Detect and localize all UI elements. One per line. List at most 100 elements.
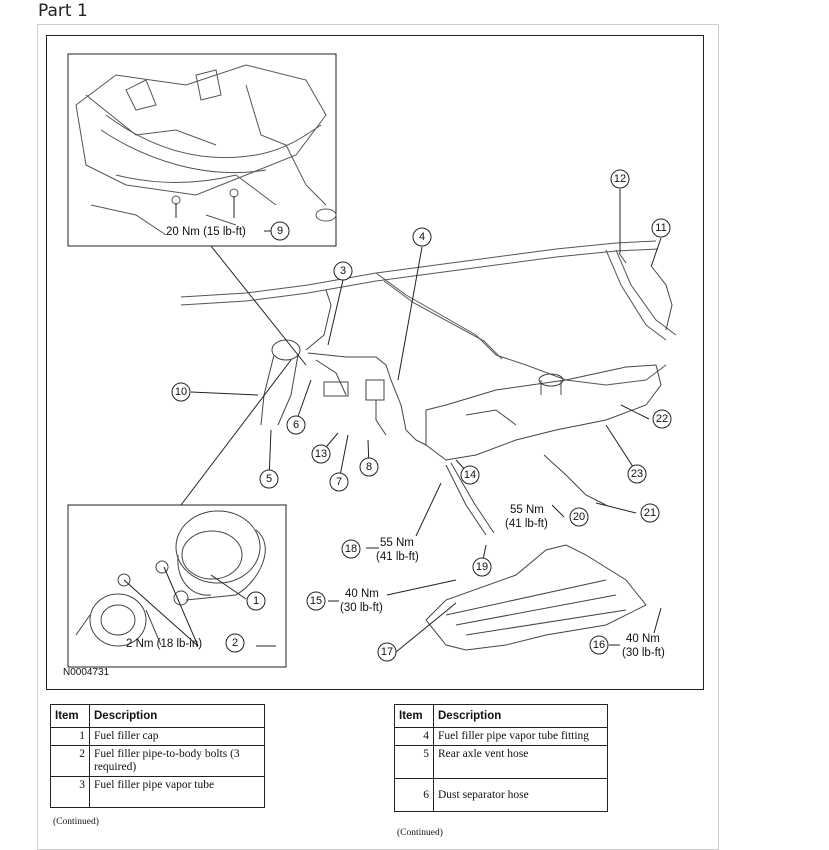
inset-filler-cap-detail [67, 504, 287, 668]
callout-15: 15 [310, 595, 322, 607]
callout-23-circle [627, 464, 647, 484]
callout-13: 13 [315, 448, 327, 460]
callout-18-circle [341, 539, 361, 559]
fuel-system-diagram: 1 2 3 4 5 6 7 8 9 10 11 12 13 14 15 16 1… [63, 53, 677, 678]
table-row: 2 Fuel filler pipe-to-body bolts (3 requ… [50, 745, 265, 777]
row-item: 4 [394, 727, 434, 746]
torque-label-16-imperial: (30 lb-ft) [622, 647, 665, 659]
torque-label-2: 2 Nm (18 lb-in) [126, 638, 202, 650]
callout-7: 7 [336, 476, 342, 488]
callout-2-circle [225, 633, 245, 653]
callout-22-circle [652, 409, 672, 429]
callout-14: 14 [464, 469, 476, 481]
callout-16-circle [589, 635, 609, 655]
leader-lines [123, 189, 662, 653]
callout-12-circle [610, 169, 630, 189]
callout-20-circle [569, 507, 589, 527]
row-description: Fuel filler cap [89, 727, 265, 746]
callout-20: 20 [573, 511, 585, 523]
continued-note-right: (Continued) [397, 828, 443, 838]
header-description: Description [433, 704, 608, 728]
torque-label-15-value: 40 Nm [345, 588, 379, 600]
table-row: 4 Fuel filler pipe vapor tube fitting [394, 727, 608, 746]
callout-4: 4 [419, 231, 425, 243]
row-description: Fuel filler pipe-to-body bolts (3 requir… [89, 745, 265, 777]
callout-18: 18 [345, 543, 357, 555]
table-row: 3 Fuel filler pipe vapor tube [50, 776, 265, 808]
callout-3: 3 [340, 265, 346, 277]
row-item: 2 [50, 745, 90, 777]
parts-table-left: Item Description 1 Fuel filler cap 2 Fue… [50, 704, 265, 808]
row-item: 6 [394, 778, 434, 812]
callout-16: 16 [593, 639, 605, 651]
callout-9: 9 [277, 225, 283, 237]
callout-23: 23 [631, 468, 643, 480]
torque-label-9: 20 Nm (15 lb-ft) [166, 226, 246, 238]
header-item: Item [50, 704, 90, 728]
torque-labels: 20 Nm (15 lb-ft) 2 Nm (18 lb-in) 55 Nm (… [126, 226, 665, 659]
torque-label-16-value: 40 Nm [626, 633, 660, 645]
row-description: Dust separator hose [433, 778, 608, 812]
callout-10-circle [171, 382, 191, 402]
page-title: Part 1 [38, 1, 88, 21]
callout-6-circle [286, 415, 306, 435]
continued-note-left: (Continued) [53, 817, 99, 827]
skid-plate [425, 544, 647, 651]
row-description: Fuel filler pipe vapor tube [89, 776, 265, 808]
callout-7-circle [329, 472, 349, 492]
figure-id: N0004731 [63, 667, 110, 678]
callout-13-circle [311, 444, 331, 464]
torque-label-20-value: 55 Nm [510, 504, 544, 516]
tank-straps [445, 454, 607, 536]
callout-6: 6 [293, 419, 299, 431]
callout-17: 17 [381, 646, 393, 658]
table-header: Item Description [50, 704, 265, 728]
callout-labels: 1 2 3 4 5 6 7 8 9 10 11 12 13 14 15 16 1… [175, 173, 668, 658]
row-description: Rear axle vent hose [433, 745, 608, 779]
callout-9-circle [270, 221, 290, 241]
fuel-tank [425, 364, 662, 461]
row-item: 3 [50, 776, 90, 808]
table-row: 5 Rear axle vent hose [394, 745, 608, 779]
inset-bolts-detail [67, 53, 337, 247]
callout-markers [171, 169, 672, 662]
callout-11: 11 [655, 222, 666, 234]
callout-1: 1 [253, 595, 259, 607]
torque-label-18-value: 55 Nm [380, 537, 414, 549]
callout-21: 21 [644, 507, 656, 519]
callout-8: 8 [366, 461, 372, 473]
torque-label-18-imperial: (41 lb-ft) [376, 551, 419, 563]
callout-5: 5 [266, 473, 272, 485]
inset-bolts-artwork [75, 64, 337, 236]
callout-15-circle [306, 591, 326, 611]
callout-11-circle [651, 218, 671, 238]
table-row: 1 Fuel filler cap [50, 727, 265, 746]
row-item: 5 [394, 745, 434, 779]
callout-1-circle [246, 591, 266, 611]
callout-4-circle [412, 227, 432, 247]
callout-10: 10 [175, 386, 187, 398]
parts-table-right: Item Description 4 Fuel filler pipe vapo… [394, 704, 608, 812]
header-item: Item [394, 704, 434, 728]
callout-17-circle [377, 642, 397, 662]
callout-19-circle [472, 557, 492, 577]
row-item: 1 [50, 727, 90, 746]
header-description: Description [89, 704, 265, 728]
callout-19: 19 [476, 561, 488, 573]
frame-rails [180, 240, 677, 386]
callout-5-circle [259, 469, 279, 489]
torque-label-15-imperial: (30 lb-ft) [340, 602, 383, 614]
callout-12: 12 [614, 173, 626, 185]
callout-14-circle [460, 465, 480, 485]
callout-3-circle [333, 261, 353, 281]
callout-2: 2 [232, 637, 238, 649]
table-header: Item Description [394, 704, 608, 728]
callout-8-circle [359, 457, 379, 477]
row-description: Fuel filler pipe vapor tube fitting [433, 727, 608, 746]
table-row: 6 Dust separator hose [394, 778, 608, 812]
callout-21-circle [640, 503, 660, 523]
callout-22: 22 [656, 413, 668, 425]
vent-tube [618, 252, 673, 331]
inset-cap-artwork [75, 510, 266, 647]
torque-label-20-imperial: (41 lb-ft) [505, 518, 548, 530]
